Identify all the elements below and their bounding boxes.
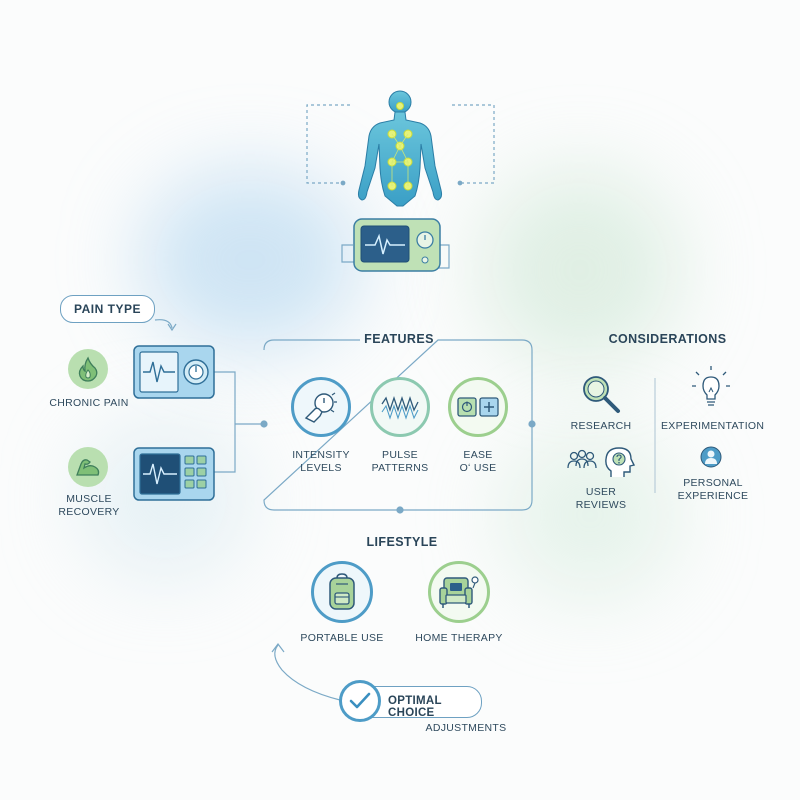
- pain-type-title: PAIN TYPE: [74, 302, 141, 316]
- user-reviews-label: USER REVIEWS: [575, 486, 627, 511]
- portable-use-badge: [311, 561, 373, 623]
- portable-use-label: PORTABLE USE: [300, 632, 384, 644]
- tens-device-icon: [353, 218, 441, 272]
- human-body-figure: [357, 90, 443, 207]
- chronic-pain-label: CHRONIC PAIN: [49, 397, 129, 409]
- flame-icon: [78, 356, 98, 382]
- armchair-icon: [439, 576, 479, 608]
- pulse-wave-icon: [381, 395, 419, 420]
- adjustments-label: ADJUSTMENTS: [425, 722, 507, 734]
- intensity-levels-badge: [291, 377, 351, 437]
- muscle-arm-icon: [76, 459, 100, 476]
- people-group-icon: [567, 449, 597, 469]
- hand-dial-icon: [304, 392, 337, 423]
- lifestyle-title: LIFESTYLE: [366, 535, 438, 549]
- lightbulb-icon: [692, 366, 730, 406]
- optimal-choice-label: OPTIMAL CHOICE: [388, 695, 442, 719]
- chronic-pain-badge: [68, 349, 108, 389]
- pulse-patterns-badge: [370, 377, 430, 437]
- features-title: FEATURES: [364, 332, 434, 346]
- pain-device-muscle: [133, 447, 215, 501]
- checkmark-icon: [349, 692, 371, 709]
- pain-device-chronic: [133, 345, 215, 399]
- optimal-choice-check-badge: [339, 680, 381, 722]
- backpack-icon: [329, 573, 355, 610]
- muscle-recovery-badge: [68, 447, 108, 487]
- person-icon: [700, 446, 722, 468]
- power-plus-buttons-icon: [457, 397, 499, 417]
- intensity-levels-label: INTENSITY LEVELS: [292, 449, 350, 474]
- personal-experience-label: PERSONAL EXPERIENCE: [677, 477, 749, 502]
- muscle-recovery-label: MUSCLE RECOVERY: [58, 493, 120, 518]
- head-question-icon: [605, 447, 635, 477]
- pulse-patterns-label: PULSE PATTERNS: [371, 449, 429, 474]
- ease-of-use-label: EASE Oʻ USE: [459, 449, 497, 474]
- pain-type-pill: PAIN TYPE: [60, 295, 155, 323]
- home-therapy-label: HOME THERAPY: [415, 632, 503, 644]
- ease-of-use-badge: [448, 377, 508, 437]
- experimentation-label: EXPERIMENTATION: [661, 420, 765, 432]
- considerations-title: CONSIDERATIONS: [608, 332, 727, 346]
- magnifier-icon: [583, 376, 620, 413]
- home-therapy-badge: [428, 561, 490, 623]
- research-label: RESEARCH: [570, 420, 632, 432]
